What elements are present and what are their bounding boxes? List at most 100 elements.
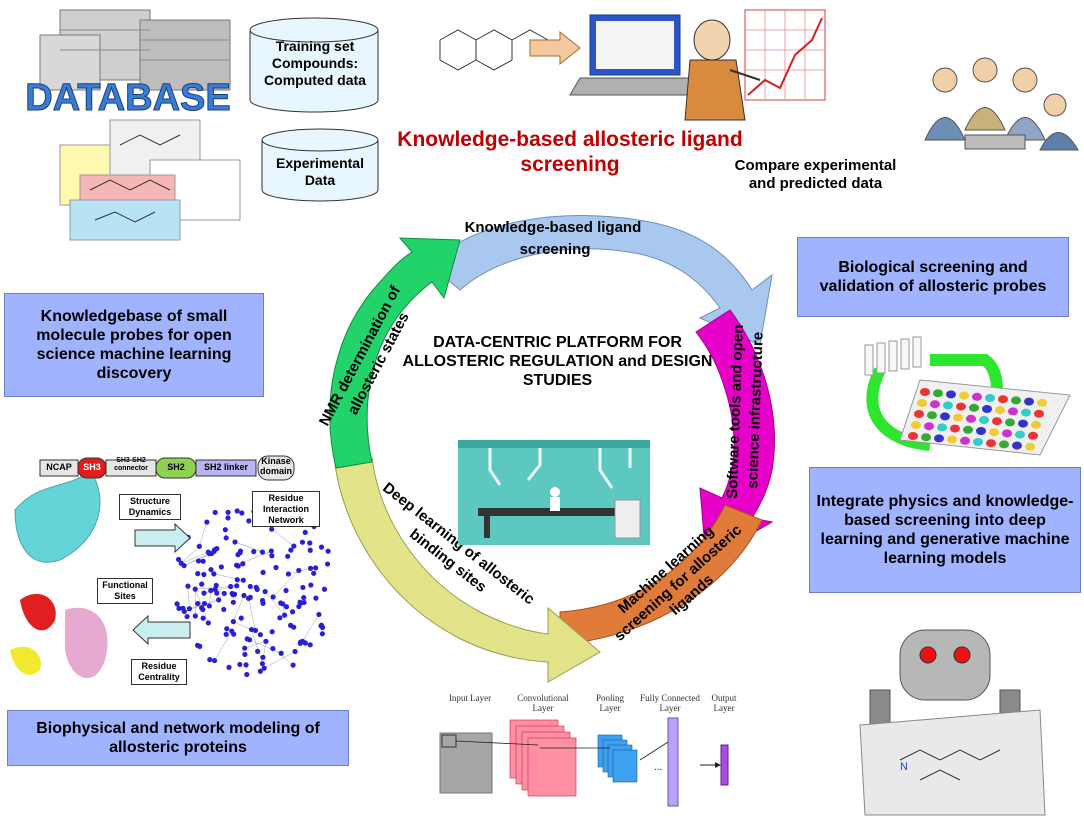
network-node [201, 590, 207, 596]
plate-well [1021, 408, 1031, 417]
tag-structure-dynamics: Structure Dynamics [119, 494, 181, 520]
compare-text: Compare experimental and predicted data [734, 157, 897, 192]
network-node [285, 571, 292, 577]
network-node [251, 549, 257, 555]
domain-kinase: Kinase domain [259, 456, 292, 476]
plate-well [1012, 441, 1022, 450]
network-node [195, 600, 201, 607]
arrow-deep-learning [334, 457, 601, 683]
network-node [239, 510, 245, 516]
network-node [260, 569, 266, 575]
network-node [211, 571, 217, 577]
plate-well [998, 395, 1008, 404]
network-node [243, 662, 249, 668]
plate-well [1005, 418, 1015, 427]
network-node [240, 561, 246, 567]
network-node [195, 558, 202, 564]
network-node [263, 638, 269, 644]
network-node [213, 582, 219, 589]
cycle-ring [329, 215, 775, 683]
network-edge [264, 651, 296, 669]
plate-well [969, 403, 979, 412]
plate-well [920, 388, 930, 396]
network-edge [181, 546, 200, 564]
network-node [289, 609, 296, 615]
plate-well [933, 389, 943, 398]
network-node [252, 627, 259, 634]
network-node [307, 547, 313, 553]
network-node [244, 636, 250, 642]
plate-well [992, 417, 1002, 426]
plate-well [989, 428, 999, 437]
plate-well [943, 401, 953, 410]
network-node [200, 606, 206, 613]
plate-well [1034, 409, 1044, 418]
cnn-ellipsis: ... [654, 761, 663, 773]
network-edge [233, 621, 252, 630]
network-node [223, 535, 229, 541]
plate-well [1037, 398, 1047, 407]
network-node [211, 657, 218, 664]
network-node [184, 613, 190, 620]
network-node [241, 592, 247, 599]
network-node [268, 548, 274, 554]
robot-molecule-illustration: N [859, 629, 1046, 816]
network-node [307, 642, 313, 648]
network-node [278, 600, 284, 606]
tag-residue-centrality: Residue Centrality [131, 659, 187, 685]
center-title: DATA-CENTRIC PLATFORM FOR ALLOSTERIC REG… [402, 334, 713, 390]
network-node [307, 540, 313, 546]
network-node [300, 584, 306, 591]
plate-well [979, 416, 989, 424]
molecule-to-laptop-illustration [439, 14, 701, 96]
plate-well [950, 424, 960, 433]
network-node [311, 570, 317, 576]
plate-well [973, 438, 983, 446]
network-node [238, 615, 244, 621]
plate-well [985, 394, 995, 402]
network-node [229, 628, 235, 634]
network-node [246, 518, 252, 524]
plate-well [908, 432, 918, 440]
network-node [313, 595, 319, 601]
network-node [259, 597, 266, 604]
cnn-output-label: Output Layer [711, 693, 737, 713]
network-node [281, 612, 288, 618]
network-node [174, 601, 180, 607]
network-edge [248, 598, 256, 631]
network-node [307, 565, 314, 571]
network-node [290, 662, 296, 668]
plate-well [946, 390, 956, 399]
cnn-diagram: ... [439, 717, 729, 807]
network-node [269, 526, 275, 532]
network-edge [199, 522, 208, 547]
network-node [296, 567, 302, 574]
network-node [212, 509, 218, 516]
lab-robots-illustration [458, 440, 650, 545]
network-edge [187, 586, 190, 609]
network-node [234, 583, 240, 589]
network-node [247, 583, 253, 590]
plate-well [966, 414, 976, 423]
network-edge [272, 570, 299, 598]
network-node [205, 620, 211, 626]
network-node [259, 661, 266, 667]
network-node [222, 527, 228, 533]
plate-well [1031, 420, 1041, 429]
network-node [287, 622, 294, 628]
plate-well [999, 440, 1009, 449]
plate-well [940, 412, 950, 421]
network-node [273, 564, 279, 571]
plate-well [930, 400, 940, 409]
plate-well [921, 433, 931, 442]
plate-well [924, 422, 934, 431]
network-node [242, 645, 248, 651]
network-node [237, 661, 243, 668]
network-node [234, 508, 240, 514]
plate-well [947, 435, 957, 444]
network-node [308, 582, 314, 588]
network-node [255, 648, 261, 654]
domain-sh2-linker: SH2 linker [203, 462, 249, 472]
domain-sh2: SH2 [167, 462, 185, 472]
molecule-sheets-illustration [59, 119, 241, 241]
